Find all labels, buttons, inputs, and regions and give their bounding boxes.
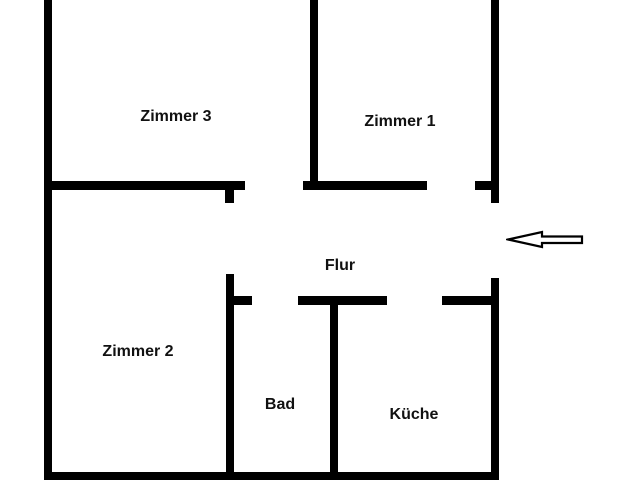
room-label-zimmer1: Zimmer 1: [364, 113, 436, 130]
wall-divider-bad-kueche: [330, 297, 338, 480]
wall-corridor-top-left: [44, 181, 245, 190]
wall-divider-zimmer2-bad: [226, 274, 234, 480]
wall-left: [44, 0, 52, 480]
wall-corridor-top-mid: [303, 181, 427, 190]
room-label-kueche: Küche: [389, 406, 439, 423]
wall-right-lower: [491, 278, 499, 480]
wall-divider-zimmer3-zimmer1: [310, 0, 318, 190]
room-label-zimmer2: Zimmer 2: [102, 343, 174, 360]
door-jamb-zimmer2-top: [225, 190, 234, 203]
wall-corridor-bottom-left: [226, 296, 252, 305]
room-label-flur: Flur: [324, 257, 356, 274]
wall-bottom: [44, 472, 499, 480]
entrance-arrow-shape: [506, 230, 584, 249]
room-label-bad: Bad: [264, 396, 296, 413]
wall-corridor-top-right: [475, 181, 499, 190]
wall-corridor-bottom-mid: [298, 296, 387, 305]
entrance-arrow-icon: [506, 230, 584, 249]
wall-corridor-bottom-right: [442, 296, 499, 305]
room-label-zimmer3: Zimmer 3: [140, 108, 212, 125]
wall-right-upper: [491, 0, 499, 203]
